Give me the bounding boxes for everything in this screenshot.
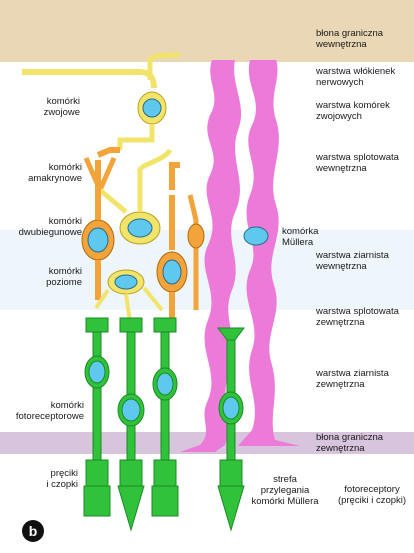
label-contact-zone: strefa przylegania komórki Müllera bbox=[240, 474, 330, 507]
muller-nucleus-icon bbox=[244, 227, 268, 245]
bipolar-mid-body bbox=[188, 224, 204, 248]
bipolar-right-up bbox=[172, 165, 180, 190]
label-ganglion: komórki zwojowe bbox=[12, 96, 80, 118]
photoreceptor-2 bbox=[118, 318, 144, 530]
bipolar-mid bbox=[190, 195, 196, 310]
photoreceptor-3 bbox=[152, 318, 178, 516]
ganglion-axon bbox=[22, 72, 154, 88]
layer-label-8: błona graniczna zewnętrzna bbox=[316, 432, 414, 454]
bipolar-left-nucleus-icon bbox=[88, 228, 108, 252]
label-muller: komórka Müllera bbox=[282, 226, 342, 248]
ganglion-nucleus-icon bbox=[143, 99, 161, 117]
layer-label-4: warstwa splotowata wewnętrzna bbox=[316, 152, 414, 174]
label-amacrine: komórki amakrynowe bbox=[6, 162, 82, 184]
layer-label-3: warstwa komórek zwojowych bbox=[316, 100, 414, 122]
label-bipolar: komórki dwubiegunowe bbox=[4, 216, 82, 238]
bipolar-left-top bbox=[98, 150, 120, 155]
layer-label-6: warstwa splotowata zewnętrzna bbox=[316, 306, 414, 328]
layer-label-1: błona graniczna wewnętrzna bbox=[316, 28, 414, 50]
label-photoreceptor: komórki fotoreceptorowe bbox=[4, 400, 84, 422]
layer-label-7: warstwa ziarnista zewnętrzna bbox=[316, 368, 414, 390]
bipolar-right-nucleus-icon bbox=[163, 260, 181, 284]
horizontal-nucleus-icon bbox=[115, 275, 137, 289]
label-horizontal: komórki poziome bbox=[6, 266, 82, 288]
muller-cell-right bbox=[238, 60, 300, 446]
layer-label-5: warstwa ziarnista wewnętrzna bbox=[316, 250, 414, 272]
panel-letter-badge: b bbox=[22, 520, 44, 542]
layer-label-2: warstwa włókienek nerwowych bbox=[316, 66, 414, 88]
ganglion-dendrite bbox=[120, 124, 152, 150]
label-rods-cones: pręciki i czopki bbox=[10, 468, 78, 490]
photoreceptor-1 bbox=[84, 318, 110, 516]
amacrine-top bbox=[140, 150, 170, 212]
amacrine-stem bbox=[100, 190, 126, 212]
amacrine-nucleus-icon bbox=[128, 219, 152, 237]
label-photoreceptors: fotoreceptory (pręciki i czopki) bbox=[330, 484, 414, 506]
